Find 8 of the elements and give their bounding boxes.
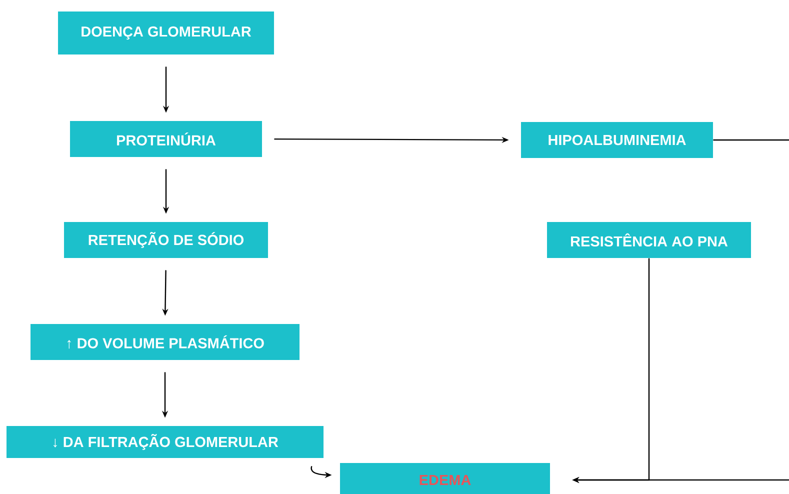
process-box: ↓ DA FILTRAÇÃO GLOMERULAR: [6, 426, 324, 458]
process-box: PROTEINÚRIA: [70, 121, 262, 157]
process-box: HIPOALBUMINEMIA: [521, 122, 713, 158]
process-box: EDEMA: [340, 463, 550, 494]
process-box: RETENÇÃO DE SÓDIO: [64, 222, 268, 258]
process-box: ↑ DO VOLUME PLASMÁTICO: [30, 324, 300, 360]
process-box: RESISTÊNCIA AO PNA: [547, 222, 751, 258]
process-box: DOENÇA GLOMERULAR: [58, 12, 274, 54]
